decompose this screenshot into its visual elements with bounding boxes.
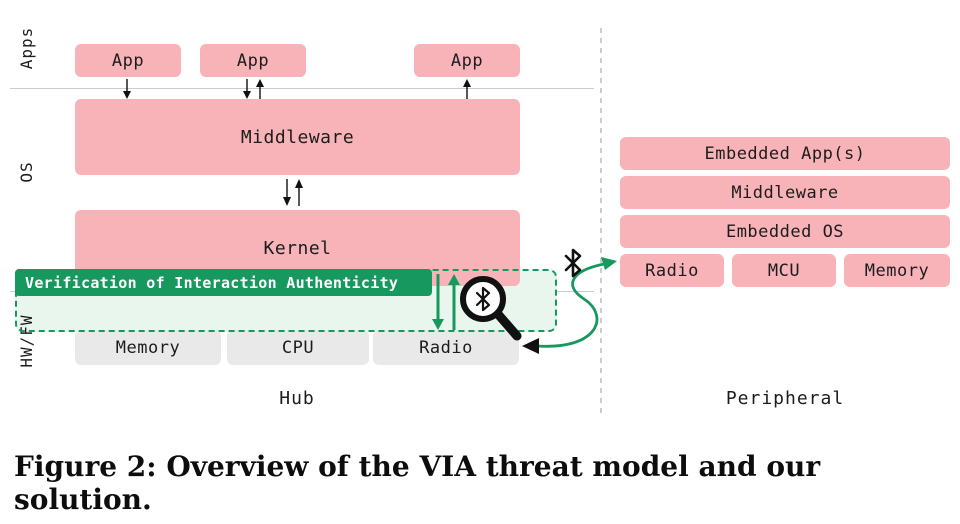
hub-app-box-1: App: [75, 44, 181, 77]
hub-radio-box: Radio: [373, 330, 519, 365]
hub-middleware-box: Middleware: [75, 99, 520, 175]
peripheral-mcu-box: MCU: [732, 254, 836, 287]
axis-label-apps: Apps: [17, 26, 36, 70]
hub-memory-box: Memory: [75, 330, 221, 365]
bluetooth-icon: [564, 248, 582, 278]
peripheral-memory-box: Memory: [844, 254, 950, 287]
arrow-app1-down: [123, 79, 131, 99]
axis-label-os: OS: [17, 161, 36, 183]
apps-os-divider: [10, 88, 594, 89]
hub-app-box-3: App: [414, 44, 520, 77]
figure-caption: Figure 2: Overview of the VIA threat mod…: [14, 450, 821, 516]
peripheral-radio-box: Radio: [620, 254, 724, 287]
peripheral-label: Peripheral: [725, 388, 845, 409]
via-banner: Verification of Interaction Authenticity: [15, 269, 432, 296]
peripheral-middleware-box: Middleware: [620, 176, 950, 209]
arrow-app2-bidir: [243, 79, 264, 99]
peripheral-embedded-os-box: Embedded OS: [620, 215, 950, 248]
hub-app-box-2: App: [200, 44, 306, 77]
peripheral-embedded-apps-box: Embedded App(s): [620, 137, 950, 170]
arrow-middleware-kernel-bidir: [283, 179, 303, 206]
arrow-app3-up: [463, 79, 471, 99]
hub-cpu-box: CPU: [227, 330, 369, 365]
hub-label: Hub: [279, 388, 315, 409]
